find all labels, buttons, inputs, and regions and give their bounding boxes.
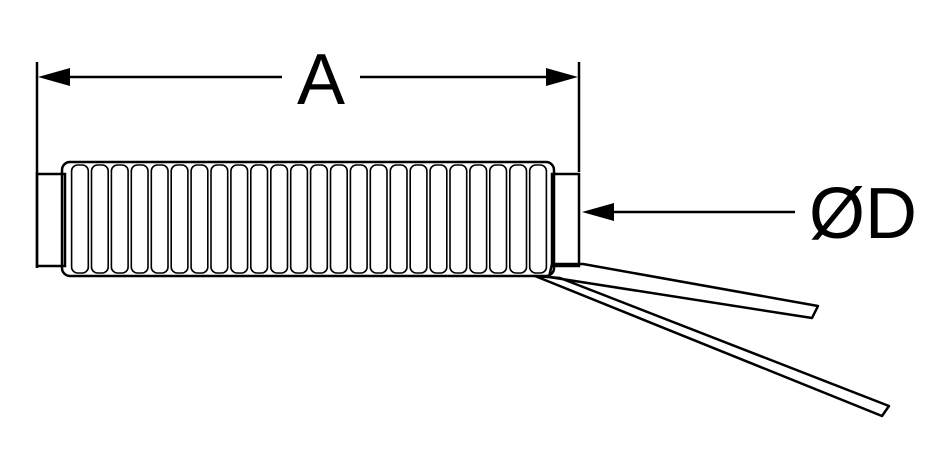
- right-end-cap: [550, 172, 581, 268]
- arrowhead-d: [582, 203, 614, 221]
- thread-rib: [449, 164, 468, 274]
- thread-rib: [508, 164, 528, 274]
- thread-rib: [170, 164, 189, 274]
- thread-rib: [210, 164, 229, 274]
- thread-rib: [190, 164, 209, 274]
- thread-rib: [409, 164, 428, 274]
- thread-rib: [309, 164, 329, 274]
- thread-rib: [230, 164, 249, 274]
- dimension-label-a: A: [297, 40, 345, 120]
- thread-rib: [90, 164, 110, 274]
- left-end-cap: [35, 172, 67, 268]
- thread-ribs: [70, 164, 548, 274]
- thread-rib: [329, 164, 349, 274]
- thread-rib: [269, 164, 289, 274]
- lead-wire-lower: [533, 274, 891, 418]
- thread-rib: [130, 164, 149, 274]
- lead-wire-upper: [547, 262, 820, 320]
- thread-rib: [70, 164, 90, 274]
- thread-rib: [389, 164, 408, 274]
- thread-rib: [349, 164, 368, 274]
- thread-rib: [369, 164, 388, 274]
- lead-wires: [533, 262, 891, 418]
- threaded-sheath: [60, 160, 556, 278]
- thread-rib: [250, 164, 269, 274]
- thread-rib: [469, 164, 488, 274]
- heater-body: [35, 160, 581, 278]
- thread-rib: [289, 164, 309, 274]
- thread-rib: [528, 164, 548, 274]
- thread-rib: [429, 164, 448, 274]
- thread-rib: [488, 164, 508, 274]
- thread-rib: [110, 164, 129, 274]
- thread-rib: [150, 164, 169, 274]
- arrowhead-right: [546, 68, 578, 86]
- arrowhead-left: [38, 68, 70, 86]
- dimension-label-d: ØD: [809, 174, 917, 254]
